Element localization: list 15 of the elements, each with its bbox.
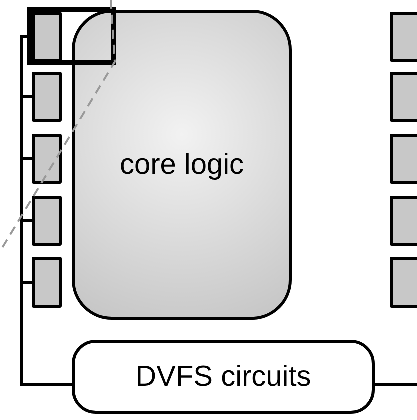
pad bbox=[390, 257, 417, 308]
pad bbox=[390, 134, 417, 184]
pad bbox=[32, 12, 62, 62]
pad bbox=[32, 72, 62, 122]
circuit-block bbox=[72, 340, 375, 414]
pad bbox=[32, 196, 62, 246]
pad bbox=[32, 257, 62, 308]
pad bbox=[390, 12, 417, 62]
wire bbox=[375, 384, 417, 386]
pad bbox=[390, 196, 417, 246]
core-logic-block bbox=[72, 10, 292, 320]
pad bbox=[390, 72, 417, 122]
pad bbox=[32, 134, 62, 184]
block-label: core logic bbox=[120, 148, 244, 182]
block-label: DVFS circuits bbox=[136, 360, 312, 394]
